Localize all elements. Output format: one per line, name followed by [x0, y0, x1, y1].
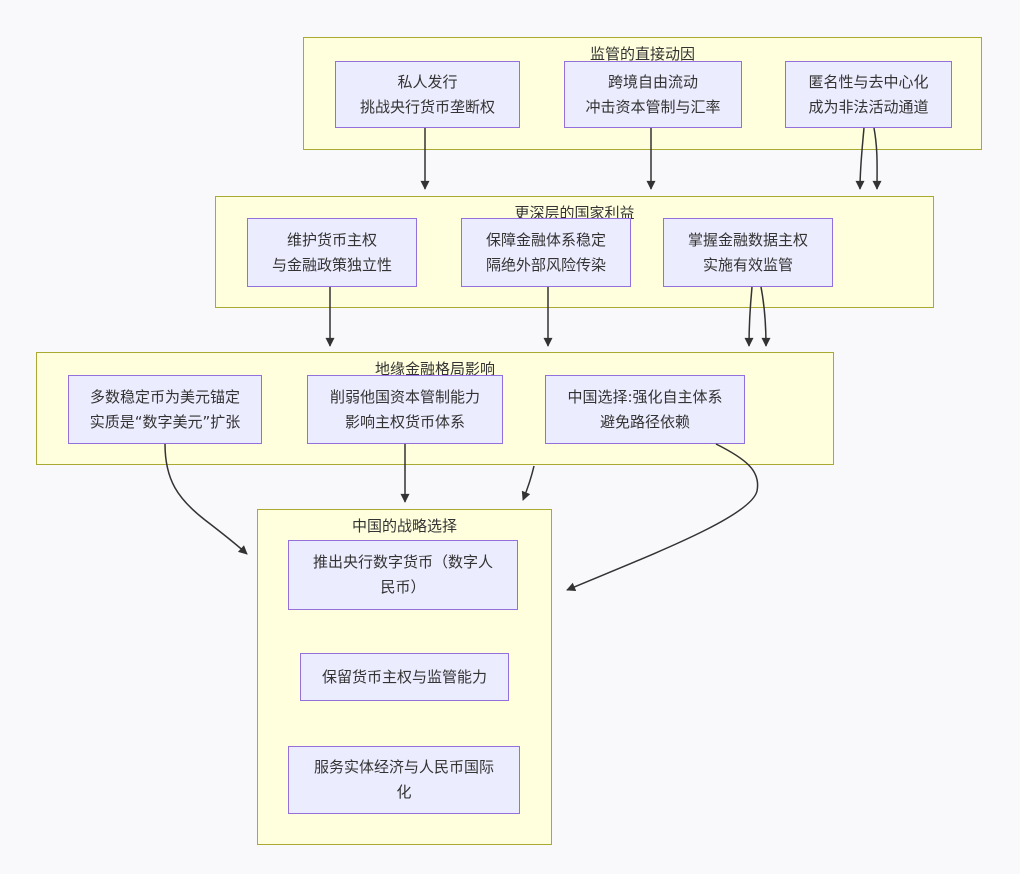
node-label: 推出央行数字货币（数字人 民币） — [312, 553, 493, 596]
edge-g3-g4 — [521, 465, 535, 501]
node-cbdc: 推出央行数字货币（数字人 民币） — [288, 540, 518, 610]
cluster-title: 更深层的国家利益 — [514, 204, 635, 222]
node-label: 维护货币主权 与金融政策独立性 — [271, 230, 392, 274]
cluster-title: 监管的直接动因 — [589, 45, 695, 63]
node-label: 私人发行 挑战央行货币垄断权 — [359, 72, 495, 116]
node-label: 保留货币主权与监管能力 — [321, 667, 487, 686]
node-label: 跨境自由流动 冲击资本管制与汇率 — [585, 72, 721, 116]
node-china-choice: 中国选择:强化自主体系 避免路径依赖 — [545, 375, 745, 444]
node-crossborder-flow: 跨境自由流动 冲击资本管制与汇率 — [564, 61, 742, 128]
node-label: 中国选择:强化自主体系 避免路径依赖 — [567, 387, 723, 431]
node-weaken-capital-controls: 削弱他国资本管制能力 影响主权货币体系 — [307, 375, 503, 444]
edge-c3-g4 — [566, 443, 759, 592]
node-label: 掌握金融数据主权 实施有效监管 — [687, 230, 808, 274]
node-private-issuance: 私人发行 挑战央行货币垄断权 — [335, 61, 520, 128]
node-serve-real-economy: 服务实体经济与人民币国际 化 — [288, 746, 520, 814]
node-data-sovereignty: 掌握金融数据主权 实施有效监管 — [663, 218, 833, 287]
node-label: 服务实体经济与人民币国际 化 — [313, 758, 494, 801]
node-label: 多数稳定币为美元锚定 实质是“数字美元”扩张 — [89, 387, 241, 431]
node-label: 削弱他国资本管制能力 影响主权货币体系 — [329, 387, 480, 431]
cluster-title: 地缘金融格局影响 — [374, 360, 495, 378]
node-label: 匿名性与去中心化 成为非法活动通道 — [808, 72, 929, 116]
cluster-title: 中国的战略选择 — [351, 517, 457, 535]
node-retain-sovereignty: 保留货币主权与监管能力 — [300, 653, 509, 701]
node-digital-dollar: 多数稳定币为美元锚定 实质是“数字美元”扩张 — [68, 375, 262, 444]
node-financial-stability: 保障金融体系稳定 隔绝外部风险传染 — [461, 218, 631, 287]
node-label: 保障金融体系稳定 隔绝外部风险传染 — [485, 230, 606, 274]
node-monetary-sovereignty: 维护货币主权 与金融政策独立性 — [247, 218, 417, 287]
node-anonymity: 匿名性与去中心化 成为非法活动通道 — [785, 61, 952, 128]
